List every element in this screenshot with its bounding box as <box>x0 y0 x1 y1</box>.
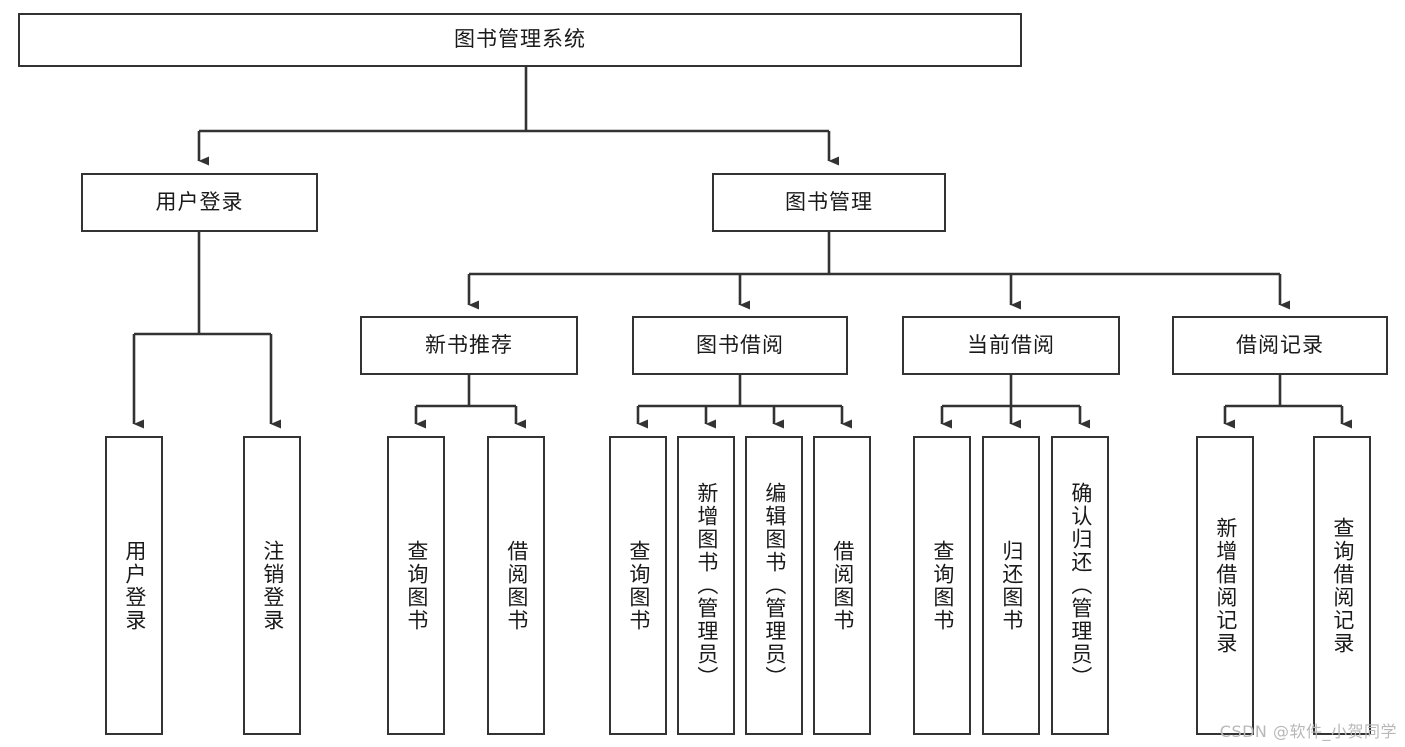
node-leaf-query-borrow-record-label: 查询借阅记录 <box>1330 516 1355 655</box>
node-book-borrow[interactable]: 图书借阅 <box>632 316 848 375</box>
node-leaf-edit-book[interactable]: 编辑图书（管理员） <box>745 436 803 735</box>
node-leaf-query-book-1[interactable]: 查询图书 <box>387 436 445 735</box>
node-user-login[interactable]: 用户登录 <box>81 173 318 232</box>
node-user-login-label: 用户登录 <box>155 189 244 214</box>
node-leaf-query-book-2[interactable]: 查询图书 <box>609 436 667 735</box>
node-leaf-borrow-book-1[interactable]: 借阅图书 <box>487 436 545 735</box>
node-new-book-recommend-label: 新书推荐 <box>425 332 513 357</box>
node-leaf-confirm-return[interactable]: 确认归还（管理员） <box>1051 436 1109 735</box>
node-current-borrow[interactable]: 当前借阅 <box>902 316 1120 375</box>
node-leaf-query-book-2-label: 查询图书 <box>626 539 651 632</box>
node-current-borrow-label: 当前借阅 <box>967 332 1055 357</box>
node-leaf-borrow-book-1-label: 借阅图书 <box>504 539 529 632</box>
node-new-book-recommend[interactable]: 新书推荐 <box>360 316 578 375</box>
node-root[interactable]: 图书管理系统 <box>18 13 1022 67</box>
node-leaf-edit-book-label: 编辑图书（管理员） <box>762 482 787 689</box>
csdn-watermark: CSDN @软件_小贺同学 <box>1219 722 1397 741</box>
node-root-label: 图书管理系统 <box>454 27 586 52</box>
node-leaf-borrow-book-2-label: 借阅图书 <box>830 539 855 632</box>
node-book-management-label: 图书管理 <box>785 189 873 214</box>
node-leaf-user-login[interactable]: 用户登录 <box>105 436 163 735</box>
node-leaf-confirm-return-label: 确认归还（管理员） <box>1068 482 1093 689</box>
node-leaf-query-book-1-label: 查询图书 <box>404 539 429 632</box>
node-leaf-query-borrow-record[interactable]: 查询借阅记录 <box>1313 436 1371 735</box>
node-leaf-return-book-label: 归还图书 <box>999 539 1024 632</box>
node-leaf-query-book-3[interactable]: 查询图书 <box>913 436 971 735</box>
node-leaf-return-book[interactable]: 归还图书 <box>982 436 1040 735</box>
node-leaf-borrow-book-2[interactable]: 借阅图书 <box>813 436 871 735</box>
node-leaf-add-book[interactable]: 新增图书（管理员） <box>677 436 735 735</box>
node-leaf-add-borrow-record[interactable]: 新增借阅记录 <box>1196 436 1254 735</box>
node-leaf-user-logout-label: 注销登录 <box>260 539 285 632</box>
node-leaf-add-borrow-record-label: 新增借阅记录 <box>1213 516 1238 655</box>
node-borrow-record-label: 借阅记录 <box>1236 332 1324 357</box>
node-leaf-user-logout[interactable]: 注销登录 <box>243 436 301 735</box>
node-borrow-record[interactable]: 借阅记录 <box>1172 316 1388 375</box>
node-book-borrow-label: 图书借阅 <box>696 332 784 357</box>
node-leaf-user-login-label: 用户登录 <box>122 539 147 632</box>
node-book-management[interactable]: 图书管理 <box>712 173 946 232</box>
node-leaf-add-book-label: 新增图书（管理员） <box>694 482 719 689</box>
node-leaf-query-book-3-label: 查询图书 <box>930 539 955 632</box>
